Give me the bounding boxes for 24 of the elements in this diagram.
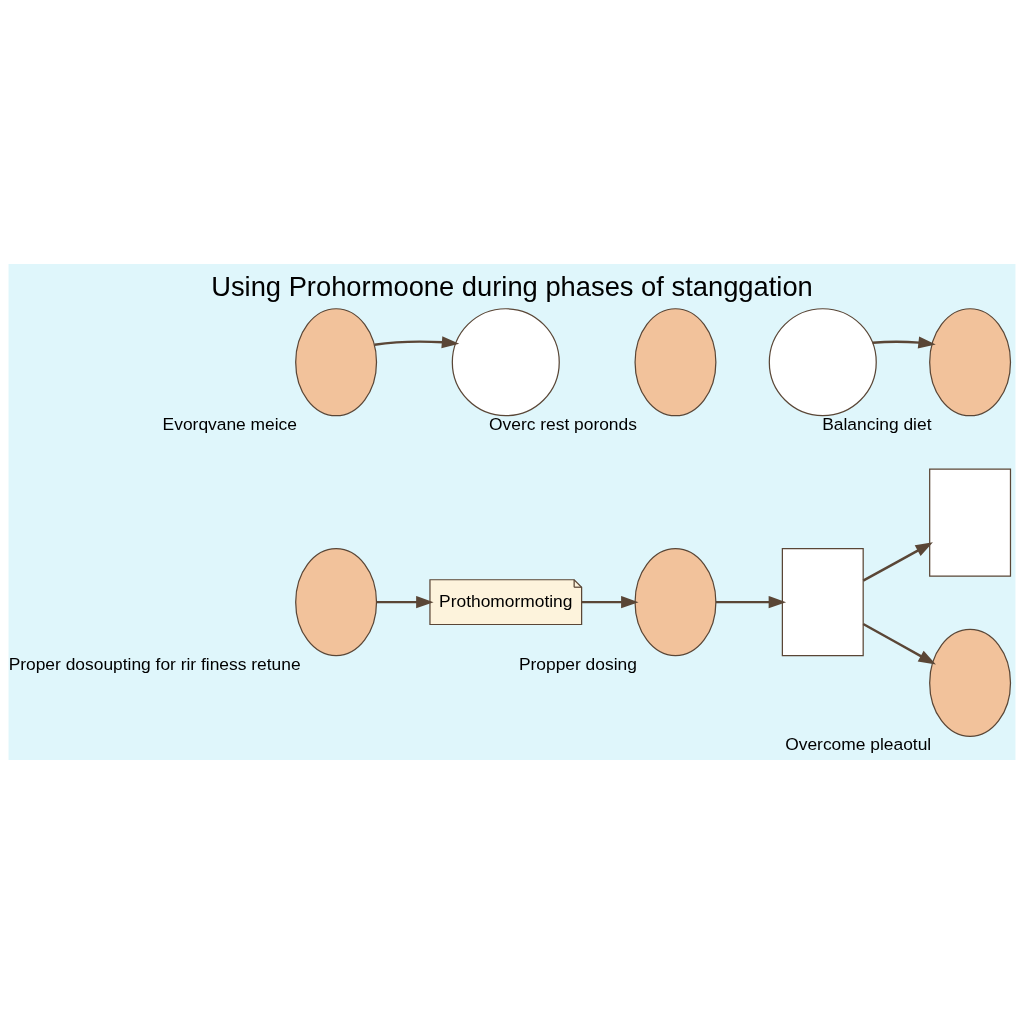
node-circle — [768, 308, 877, 417]
node-box — [781, 548, 864, 657]
node-person — [929, 308, 1012, 417]
arrow — [862, 622, 936, 665]
node-box — [929, 468, 1012, 577]
arrow — [374, 336, 460, 349]
node-person — [634, 548, 717, 657]
node-person — [295, 308, 378, 417]
node-person — [634, 308, 717, 417]
arrow — [581, 596, 639, 609]
node-person — [295, 548, 378, 657]
node-person — [929, 628, 1012, 737]
node-label: Propper dosing — [518, 653, 637, 674]
arrow — [872, 336, 936, 349]
arrow — [862, 542, 933, 582]
node-label: Overcome pleaotul — [785, 734, 932, 755]
arrow — [376, 596, 434, 609]
node-label: Proper dosoupting for rir finess retune — [8, 653, 301, 674]
node-label: Overc rest poronds — [489, 413, 637, 434]
node-label: Balancing diet — [822, 413, 932, 434]
node-label: Evorqvane meice — [162, 413, 297, 434]
diagram-title: Using Prohormoone during phases of stanggation — [211, 270, 813, 302]
node-circle — [451, 308, 560, 417]
arrow — [715, 596, 787, 609]
